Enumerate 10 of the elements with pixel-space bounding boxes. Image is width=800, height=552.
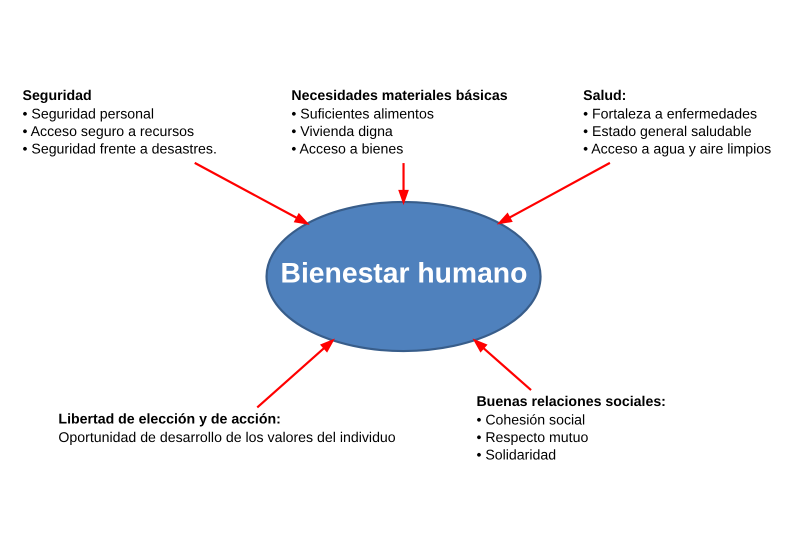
arrow: [256, 338, 335, 408]
arrow: [496, 161, 610, 224]
arrow: [398, 162, 409, 205]
arrow: [472, 338, 532, 390]
node-text: Salud: • Fortaleza a enfermedades • Estado general saludable • Acceso a agua y aire limpios: [583, 86, 772, 156]
node-text: Buenas relaciones sociales: • Cohesión social • Respecto mutuo • Solidaridad: [476, 392, 666, 462]
node-text: Libertad de elección y de acción: Oportunidad de desarrollo de los valores del individuo: [58, 410, 396, 444]
node-text: Seguridad • Seguridad personal • Acceso seguro a recursos • Seguridad frente a desastres.: [22, 86, 217, 156]
arrow: [194, 161, 310, 224]
node-text: Necesidades materiales básicas • Suficientes alimentos • Vivienda digna • Acceso a bienes: [291, 86, 508, 156]
